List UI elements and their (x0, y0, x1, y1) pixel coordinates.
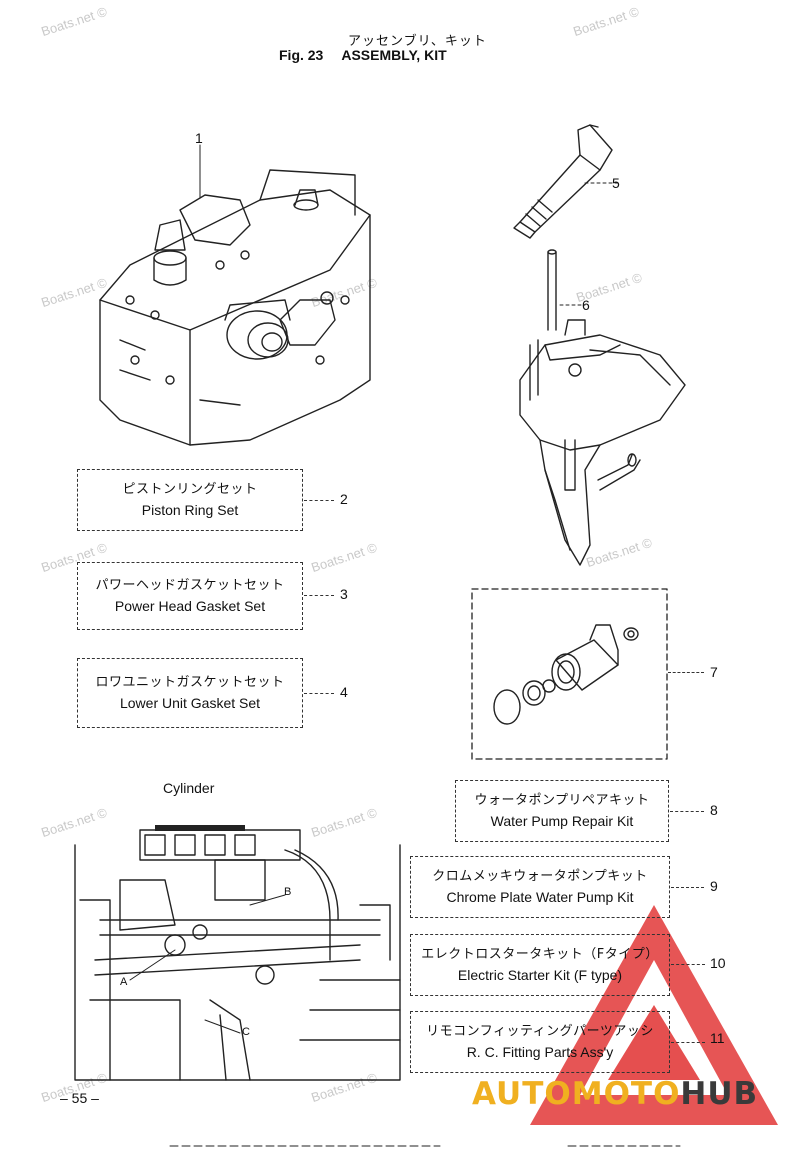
leader-line-3 (304, 595, 334, 596)
kit-name-jp: クロムメッキウォータポンプキット (432, 869, 648, 884)
kit-box-chrome-plate-water-pump-kit: クロムメッキウォータポンプキット Chrome Plate Water Pump… (410, 856, 670, 918)
kit-name-jp: ウォータポンプリペアキット (474, 793, 650, 808)
leader-line-10 (671, 964, 705, 965)
water-pump-kit-box (471, 588, 668, 760)
callout-a: A (120, 976, 128, 988)
part-number-2: 2 (340, 491, 348, 507)
kit-box-piston-ring-set: ピストンリングセット Piston Ring Set (77, 469, 303, 531)
kit-name-jp: エレクトロスタータキット（Fタイプ） (421, 947, 659, 962)
part-number-7: 7 (710, 664, 718, 680)
part-number-1: 1 (195, 130, 203, 146)
kit-name-jp: ピストンリングセット (122, 482, 258, 497)
part-number-9: 9 (710, 878, 718, 894)
part-number-8: 8 (710, 802, 718, 818)
kit-box-rc-fitting-parts: リモコンフィッティングパーツアッシ R. C. Fitting Parts As… (410, 1011, 670, 1073)
brand-logo-mark (530, 905, 778, 1125)
callout-b: B (284, 886, 292, 898)
kit-name-jp: ロワユニットガスケットセット (95, 675, 285, 690)
leader-line-9 (671, 887, 704, 888)
drive-shaft-illustration (513, 124, 619, 239)
kit-name-en: R. C. Fitting Parts Ass'y (466, 1044, 614, 1060)
kit-name-en: Chrome Plate Water Pump Kit (446, 889, 634, 905)
page-number: – 55 – (60, 1090, 99, 1106)
kit-box-electric-starter-kit: エレクトロスタータキット（Fタイプ） Electric Starter Kit … (410, 934, 670, 996)
figure-label: Fig. 23 (279, 47, 324, 63)
callout-c: C (242, 1026, 250, 1038)
kit-name-en: Electric Starter Kit (F type) (457, 967, 623, 983)
part-number-11: 11 (710, 1030, 725, 1046)
part-number-4: 4 (340, 684, 348, 700)
water-pump-parts-illustration (493, 624, 639, 725)
kit-box-power-head-gasket-set: パワーヘッドガスケットセット Power Head Gasket Set (77, 562, 303, 630)
cylinder-illustration (74, 825, 401, 1081)
kit-box-water-pump-repair-kit: ウォータポンプリペアキット Water Pump Repair Kit (455, 780, 669, 842)
brand-part-hub: HUB (680, 1076, 759, 1112)
leader-line-2 (304, 500, 334, 501)
leader-line-7 (668, 672, 704, 673)
part-number-5: 5 (612, 175, 620, 191)
kit-name-en: Lower Unit Gasket Set (119, 695, 261, 711)
lower-unit-illustration (519, 249, 686, 566)
power-head-illustration (99, 144, 371, 446)
kit-name-jp: パワーヘッドガスケットセット (95, 578, 285, 593)
part-number-3: 3 (340, 586, 348, 602)
figure-title-en: ASSEMBLY, KIT (341, 47, 447, 63)
brand-logo: AUTOMOTOHUB (472, 1076, 758, 1112)
leader-line-4 (304, 693, 334, 694)
brand-part-moto: MOTO (571, 1076, 681, 1112)
part-number-6: 6 (582, 297, 590, 313)
leader-line-8 (670, 811, 704, 812)
brand-part-auto: AUTO (472, 1076, 572, 1112)
kit-name-en: Piston Ring Set (141, 502, 239, 518)
kit-box-lower-unit-gasket-set: ロワユニットガスケットセット Lower Unit Gasket Set (77, 658, 303, 728)
leader-line-11 (671, 1042, 705, 1043)
kit-name-en: Water Pump Repair Kit (490, 813, 634, 829)
title-japanese: アッセンブリ、キット (348, 34, 487, 49)
kit-name-jp: リモコンフィッティングパーツアッシ (426, 1024, 654, 1039)
figure-title: Fig. 23 ASSEMBLY, KIT (279, 47, 465, 63)
cylinder-label: Cylinder (163, 780, 215, 796)
kit-name-en: Power Head Gasket Set (114, 598, 266, 614)
part-number-10: 10 (710, 955, 726, 971)
